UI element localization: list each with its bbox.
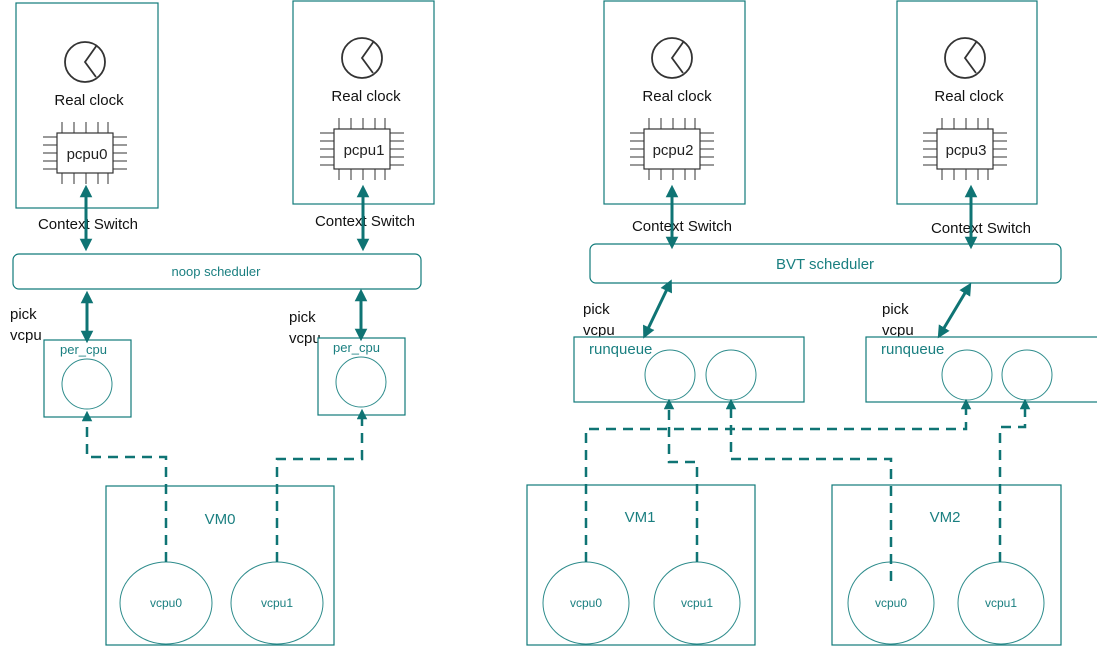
pick-vcpu-arrow: [937, 282, 972, 339]
real-clock-label: Real clock: [54, 92, 124, 109]
clock-icon: [64, 41, 106, 83]
svg-text:pick: pick: [10, 306, 37, 323]
svg-text:pick: pick: [882, 301, 909, 318]
vm-box-1: VM1 vcpu0 vcpu1: [526, 484, 756, 646]
svg-text:vcpu: vcpu: [10, 327, 42, 344]
clock-icon: [341, 37, 383, 79]
svg-text:pick: pick: [583, 301, 610, 318]
cpu-chip-icon: pcpu2: [630, 118, 714, 180]
vcpu-label: vcpu1: [985, 596, 1017, 610]
bvt-scheduler: BVT scheduler: [589, 243, 1062, 284]
vcpu-label: vcpu1: [681, 596, 713, 610]
queue-label: runqueue: [881, 341, 944, 358]
svg-text:vcpu: vcpu: [882, 322, 914, 339]
scheduler-label: noop scheduler: [172, 264, 262, 279]
pcpu-label: pcpu0: [67, 146, 108, 163]
vcpu-assignment-link: [998, 398, 1031, 562]
vcpu-assignment-link: [663, 398, 699, 562]
vm-label: VM2: [930, 509, 961, 526]
context-switch-label: Context Switch: [315, 213, 415, 230]
clock-icon: [651, 37, 693, 79]
queue-label: per_cpu: [60, 342, 107, 357]
vm-label: VM1: [625, 509, 656, 526]
queue-slot: [941, 349, 993, 401]
context-switch-label: Context Switch: [931, 220, 1031, 237]
pick-vcpu-arrow: [643, 279, 672, 339]
cpu-chip-icon: pcpu1: [320, 118, 404, 180]
queue-slot: [705, 349, 757, 401]
pcpu-label: pcpu3: [946, 142, 987, 159]
pcpu-box-3: Real clock pcpu3: [896, 0, 1038, 205]
pcpu-label: pcpu2: [653, 142, 694, 159]
svg-text:vcpu: vcpu: [583, 322, 615, 339]
pick-vcpu-label: pick vcpu: [583, 301, 615, 339]
vcpu-assignment-link: [725, 398, 893, 581]
noop-scheduler: noop scheduler: [12, 253, 422, 290]
queue-slot: [644, 349, 696, 401]
real-clock-label: Real clock: [934, 88, 1004, 105]
cpu-chip-icon: pcpu0: [43, 122, 127, 184]
pick-vcpu-label: pick vcpu: [289, 309, 321, 347]
vm-box-0: VM0 vcpu0 vcpu1: [105, 485, 335, 646]
per-cpu-queue-0: per_cpu: [43, 339, 132, 418]
cpu-chip-icon: pcpu3: [923, 118, 1007, 180]
real-clock-label: Real clock: [331, 88, 401, 105]
pcpu-box-0: Real clock pcpu0: [15, 2, 159, 209]
runqueue-1: runqueue: [865, 336, 1097, 403]
context-switch-label: Context Switch: [632, 218, 732, 235]
vcpu-label: vcpu0: [150, 596, 182, 610]
queue-label: per_cpu: [333, 340, 380, 355]
scheduler-label: BVT scheduler: [776, 256, 874, 273]
svg-text:pick: pick: [289, 309, 316, 326]
runqueue-0: runqueue: [573, 336, 805, 403]
pick-vcpu-label: pick vcpu: [10, 306, 42, 344]
pcpu-label: pcpu1: [344, 142, 385, 159]
vcpu-label: vcpu1: [261, 596, 293, 610]
vcpu-assignment-link: [584, 398, 972, 562]
vcpu-label: vcpu0: [875, 596, 907, 610]
per-cpu-queue-1: per_cpu: [317, 337, 406, 416]
pick-vcpu-label: pick vcpu: [882, 301, 914, 339]
queue-slot: [335, 356, 387, 408]
queue-label: runqueue: [589, 341, 652, 358]
svg-text:vcpu: vcpu: [289, 330, 321, 347]
vcpu-assignment-link: [275, 408, 368, 562]
real-clock-label: Real clock: [642, 88, 712, 105]
vcpu-label: vcpu0: [570, 596, 602, 610]
context-switch-label: Context Switch: [38, 216, 138, 233]
queue-slot: [1001, 349, 1053, 401]
vm-box-2: VM2 vcpu0 vcpu1: [831, 484, 1062, 646]
queue-slot: [61, 358, 113, 410]
vm-label: VM0: [205, 511, 236, 528]
vcpu-assignment-link: [81, 410, 168, 562]
clock-icon: [944, 37, 986, 79]
pcpu-box-1: Real clock pcpu1: [292, 0, 435, 205]
pcpu-box-2: Real clock pcpu2: [603, 0, 746, 205]
